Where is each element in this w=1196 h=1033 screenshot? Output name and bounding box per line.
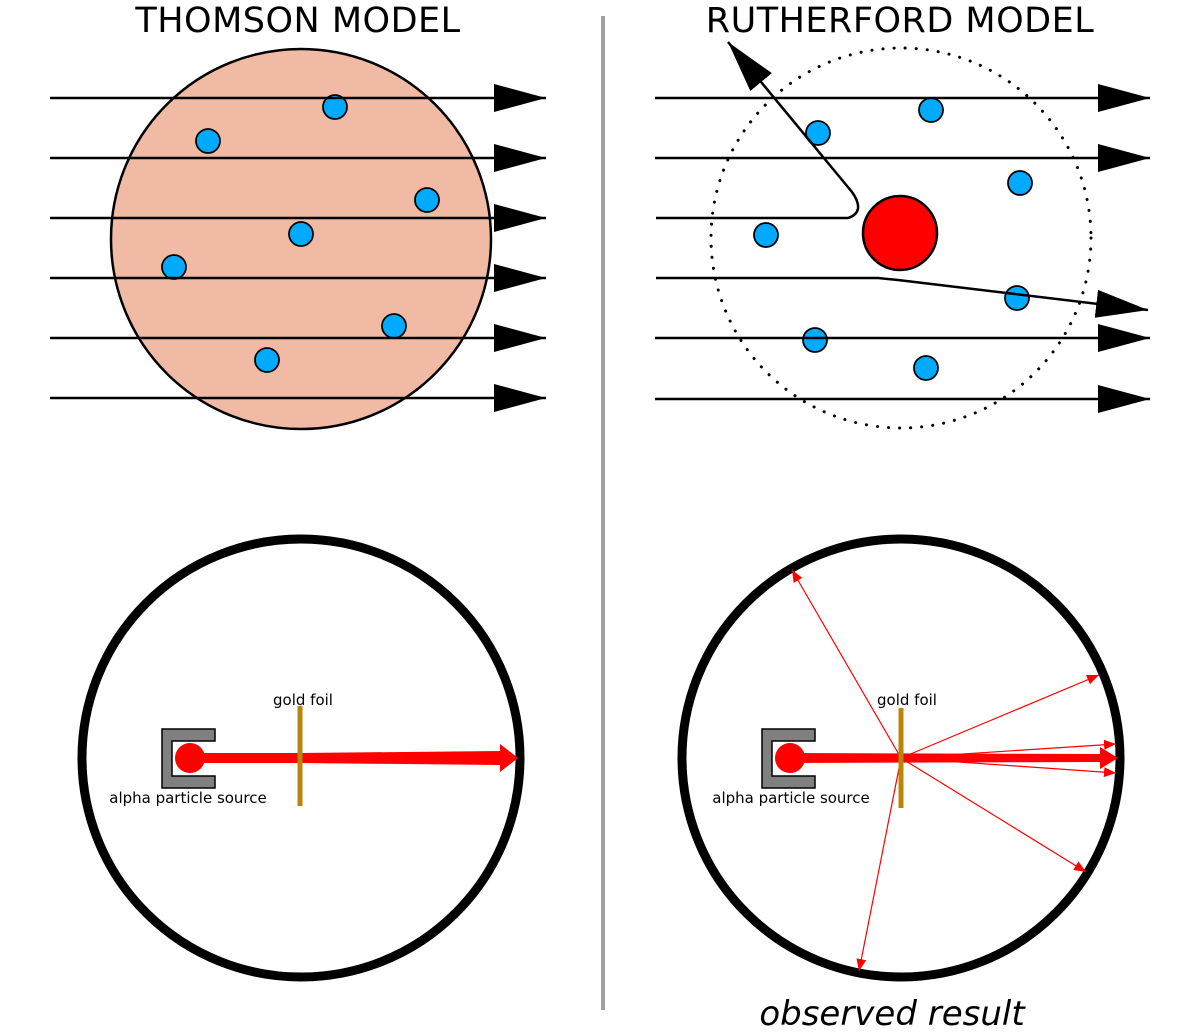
thomson-electrons xyxy=(161,94,440,373)
alpha-path-deflected xyxy=(656,276,1149,318)
electron xyxy=(1004,285,1030,311)
electron xyxy=(805,120,831,146)
scattered-ray xyxy=(856,757,902,972)
alpha-beam-straight xyxy=(190,744,518,772)
rutherford-experiment: gold foil alpha particle source observed… xyxy=(677,534,1125,1033)
electron xyxy=(918,97,944,123)
rutherford-atom xyxy=(655,41,1150,430)
electron xyxy=(195,128,221,154)
electron xyxy=(414,187,440,213)
rutherford-alpha-paths xyxy=(655,41,1150,413)
gold-foil-label: gold foil xyxy=(877,691,937,709)
observed-result-label: observed result xyxy=(759,994,1026,1033)
source-housing xyxy=(161,728,216,789)
electron xyxy=(161,254,187,280)
electron xyxy=(381,313,407,339)
rutherford-title: RUTHERFORD MODEL xyxy=(706,1,1094,41)
thomson-atom xyxy=(50,47,546,431)
atom-boundary-dotted xyxy=(709,46,1093,430)
electron xyxy=(1007,170,1033,196)
scattered-alpha-rays xyxy=(791,569,1117,972)
thomson-alpha-paths xyxy=(50,84,546,412)
scattered-ray xyxy=(791,569,902,759)
nucleus xyxy=(861,194,939,272)
rutherford-electrons xyxy=(753,97,1033,381)
alpha-path-backscattered xyxy=(656,41,860,220)
detector-screen xyxy=(677,534,1125,982)
alpha-beam-main xyxy=(790,747,1118,769)
scattered-ray xyxy=(900,739,1117,759)
electron xyxy=(913,355,939,381)
electron xyxy=(753,222,779,248)
scattered-ray xyxy=(900,757,1117,778)
scattered-ray xyxy=(900,757,1087,873)
source-housing xyxy=(761,728,816,789)
alpha-source-label: alpha particle source xyxy=(109,789,267,807)
electron xyxy=(254,347,280,373)
electron xyxy=(802,327,828,353)
electron xyxy=(288,221,314,247)
thomson-experiment: gold foil alpha particle source xyxy=(77,534,525,982)
alpha-source-label: alpha particle source xyxy=(712,789,870,807)
gold-foil-label: gold foil xyxy=(273,691,333,709)
electron xyxy=(322,94,348,120)
scattered-ray xyxy=(900,674,1100,759)
detector-screen xyxy=(77,534,525,982)
thomson-title: THOMSON MODEL xyxy=(134,1,460,41)
